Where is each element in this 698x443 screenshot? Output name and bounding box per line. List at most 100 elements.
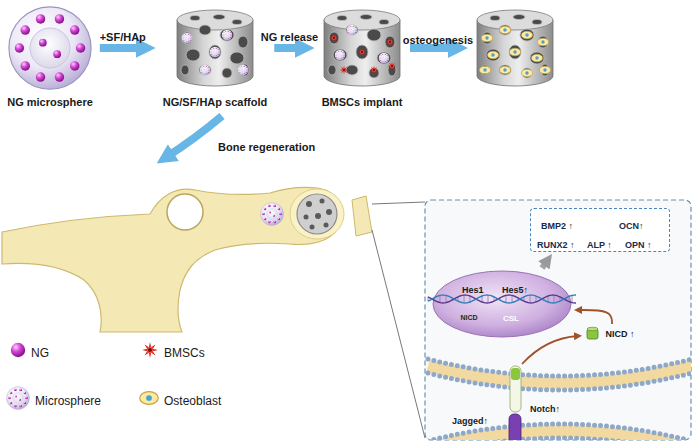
text-slot: ALP ↑	[587, 234, 612, 252]
text-slot: NG/SF/HAp scaffold	[159, 92, 272, 110]
node-text: OCN↑	[619, 221, 644, 231]
scaffold-figure	[200, 65, 211, 76]
bone-figure	[304, 199, 333, 230]
notch-receptor	[511, 368, 520, 380]
text-slot: +SF/HAp	[100, 27, 146, 45]
bone-figure	[290, 189, 344, 239]
release-arrow	[522, 336, 578, 364]
dna-rung	[440, 295, 441, 302]
receptor-label: Notch↑	[530, 404, 560, 414]
bone-figure	[326, 209, 332, 215]
implant-figure	[324, 10, 400, 86]
bone-figure	[352, 196, 372, 236]
node-text: NICD	[460, 314, 477, 322]
node-text: Hes5↑	[502, 285, 528, 295]
osteogenic-scaffold-figure	[479, 66, 490, 74]
node-text: BMSCs implant	[322, 96, 403, 109]
zoom-leader-line	[372, 202, 425, 438]
text-slot: Hes1	[462, 279, 484, 297]
implant-figure	[379, 53, 390, 64]
dna-rung	[446, 295, 447, 302]
step-label: osteogenesis	[403, 34, 473, 47]
text-slot: Hes5↑	[502, 279, 528, 297]
osteogenic-scaffold-figure	[537, 38, 548, 46]
implant-figure	[358, 48, 367, 57]
legend-icon	[140, 392, 159, 405]
cell-membrane	[509, 414, 521, 440]
implant-figure	[370, 66, 379, 75]
notch-receptor	[510, 366, 521, 412]
bone-figure	[167, 194, 203, 230]
legend-icon	[7, 387, 30, 410]
node-text: BMP2 ↑	[541, 221, 573, 231]
dna-rung	[530, 295, 531, 303]
osteogenic-scaffold-figure	[539, 66, 550, 74]
bone-figure	[320, 199, 325, 204]
cell-membrane	[428, 438, 691, 440]
implant-node: BMSCs implant	[318, 4, 407, 110]
bone-figure	[2, 187, 372, 332]
dna-rung	[464, 295, 465, 303]
process-arrow	[100, 44, 146, 52]
implant-figure	[324, 10, 400, 86]
process-arrow	[165, 116, 222, 158]
cell-membrane	[428, 359, 691, 376]
implant-figure	[347, 25, 358, 36]
text-slot: NG	[31, 343, 49, 361]
text-slot: Notch↑	[530, 398, 560, 416]
text-slot: NG release	[261, 27, 318, 45]
node-text: Hes1	[462, 285, 484, 295]
microsphere-node: NG microsphere	[3, 2, 97, 110]
node-text: NG/SF/HAp scaffold	[163, 96, 268, 109]
text-slot: BMSCs implant	[318, 92, 407, 110]
dna-strand	[428, 295, 576, 303]
legend-text: NG	[31, 347, 49, 361]
scaffold-figure	[177, 10, 253, 86]
implant-figure	[386, 38, 395, 47]
legend-icon	[11, 343, 25, 357]
osteogenic-scaffold-figure	[477, 10, 553, 86]
implant-figure	[330, 34, 339, 43]
legend-icon	[142, 342, 157, 357]
node-text: RUNX2 ↑	[537, 240, 575, 250]
implant-figure	[340, 66, 349, 75]
node-text: CSL	[503, 314, 519, 323]
text-slot: osteogenesis	[403, 30, 473, 48]
dna-rung	[506, 295, 507, 302]
legend-icon	[7, 342, 159, 409]
cell-membrane	[428, 359, 691, 440]
bone-figure	[304, 215, 309, 220]
bone-figure	[324, 223, 329, 228]
released-nicd: NICD ↑	[585, 326, 639, 342]
osteogenic-scaffold-figure	[499, 66, 510, 74]
scaffold-figure	[222, 30, 233, 41]
nicd-icon	[587, 327, 598, 331]
text-slot: Microsphere	[35, 391, 101, 409]
node-outline	[432, 270, 572, 338]
dna-helix	[428, 295, 576, 303]
cell-nucleus: CSL NICD Hes1 Hes5↑	[432, 270, 572, 338]
osteogenic-scaffold-figure	[521, 69, 532, 77]
signal-arrow	[542, 260, 548, 268]
implant-figure	[335, 50, 346, 61]
legend-text: Microsphere	[35, 395, 101, 409]
osteogenic-scaffold-figure	[499, 26, 510, 34]
signal-arrow	[578, 310, 612, 324]
microsphere-figure	[9, 7, 91, 89]
zoom-leader-line	[372, 230, 425, 438]
text-slot: NICD ↑	[601, 326, 639, 342]
text-slot: BMP2 ↑	[541, 215, 573, 233]
text-slot: RUNX2 ↑	[537, 234, 575, 252]
text-slot: Jagged↑	[452, 410, 488, 428]
osteogenic-scaffold-figure	[509, 48, 520, 56]
node-text: NICD ↑	[606, 329, 635, 339]
scaffold-node: NG/SF/HAp scaffold	[159, 4, 272, 110]
process-arrow	[274, 44, 304, 52]
inset-panel	[425, 200, 691, 440]
implant-figure	[388, 62, 397, 71]
dna-strand	[428, 295, 576, 303]
text-slot: BMSCs	[164, 343, 205, 361]
scaffold-figure	[177, 10, 253, 86]
bone-figure	[310, 225, 315, 230]
